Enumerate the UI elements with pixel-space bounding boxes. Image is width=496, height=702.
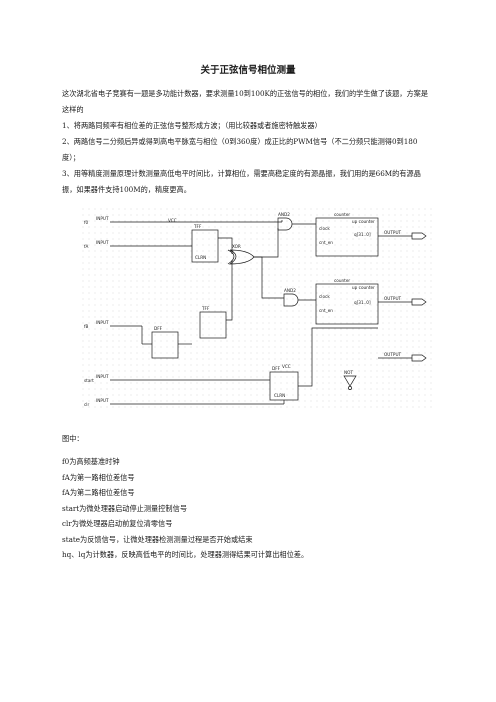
flipflop-a [191, 229, 219, 263]
counter-cnt-en: cnt_en [319, 308, 333, 313]
counter-clock: clock [319, 226, 330, 231]
and-gate-1 [277, 217, 293, 231]
ff-label: TFF [201, 306, 210, 311]
vcc-label: VCC [282, 364, 291, 369]
flipflop-c [151, 331, 179, 359]
input-tag: INPUT [96, 216, 109, 221]
step-3: 3、用等精度测量原理计数测量高低电平时间比，计算相位，需要高稳定度的有源晶振，我… [62, 169, 421, 194]
legend-item: f0为高频基准时钟 [62, 457, 120, 466]
counter-lq [315, 283, 379, 325]
legend-heading: 图中： [62, 434, 84, 443]
input-tag: INPUT [96, 374, 109, 379]
counter-q: q[31..0] [354, 300, 371, 305]
output-tag: OUTPUT [384, 352, 402, 357]
counter-title: counter [334, 212, 350, 217]
legend-item: fA为第二路相位差信号 [62, 488, 135, 497]
vcc-label: VCC [168, 218, 177, 223]
counter-sub: up counter [352, 285, 375, 290]
not-gate [343, 375, 357, 387]
counter-q: q[31..0] [354, 232, 371, 237]
ff-label: DFF [154, 326, 163, 331]
xor-label: XOR [232, 244, 241, 249]
input-pins [110, 221, 282, 405]
counter-sub: up counter [352, 219, 375, 224]
and-label: AND2 [284, 288, 296, 293]
ff-clrn: CLRN [195, 255, 206, 260]
legend-item: state为反馈信号，让微处理器检测测量过程是否开始或结束 [62, 534, 253, 544]
counter-cnt-en: cnt_en [319, 240, 333, 245]
and-label: AND2 [278, 212, 290, 217]
circuit-schematic: f0 fA fB start clr INPUT INPUT INPUT INP… [82, 208, 436, 412]
input-fa-label: fA [84, 244, 88, 249]
legend-item: hq、lq为计数器，反映高低电平的时间比，处理器测得结果可计算出相位差。 [62, 550, 309, 559]
page-title: 关于正弦信号相位测量 [200, 65, 296, 76]
input-tag: INPUT [96, 398, 109, 403]
xor-gate [228, 249, 255, 265]
counter-title: counter [334, 278, 350, 283]
counter-hq [315, 217, 379, 257]
input-f0-label: f0 [84, 220, 88, 225]
legend-list: f0为高频基准时钟 fA为第一路相位差信号 fA为第二路相位差信号 start为… [62, 454, 434, 563]
input-start-label: start [84, 378, 94, 383]
output-tag: OUTPUT [384, 296, 402, 301]
ff-label: DFF [272, 366, 281, 371]
input-fb-label: fB [84, 324, 88, 329]
and-gate-2 [283, 293, 299, 307]
input-clr-label: clr [84, 402, 89, 407]
ff-label: TFF [193, 224, 202, 229]
input-tag: INPUT [96, 240, 109, 245]
legend-item: fA为第一路相位差信号 [62, 472, 135, 482]
step-1: 1、将两路同频率有相位差的正弦信号整形成方波；（用比较器或者施密特触发器） [62, 121, 322, 130]
intro-paragraph: 这次湖北省电子竞赛有一题是多功能计数器，要求测量10到100K的正弦信号的相位，… [62, 89, 429, 114]
legend-item: start为微处理器启动停止测量控制信号 [62, 503, 188, 513]
ff-clrn: CLRN [274, 393, 285, 398]
output-tag: OUTPUT [384, 230, 402, 235]
not-label: NOT [344, 370, 353, 375]
legend-item: clr为微处理器启动前复位清零信号 [62, 519, 173, 528]
counter-clock: clock [319, 294, 330, 299]
step-2: 2、两路信号二分频后异或得到高电平脉宽与相位（0到360度）成正比的PWM信号（… [62, 137, 418, 162]
input-tag: INPUT [96, 320, 109, 325]
flipflop-b [199, 311, 227, 339]
